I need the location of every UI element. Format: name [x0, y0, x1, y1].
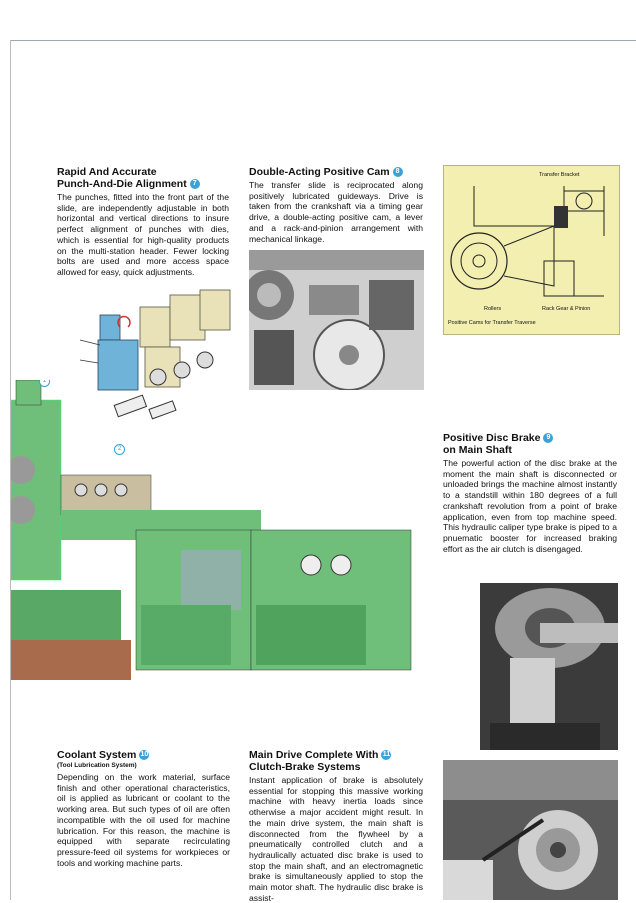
machine-illustration: 1 2 — [11, 380, 426, 680]
transfer-diagram: Transfer Bracket Rollers Rack Gear & Pin… — [443, 165, 620, 335]
section-number-badge: 10 — [139, 750, 150, 761]
punch-die-illustration — [70, 285, 240, 435]
punch-title-1: Rapid And Accurate — [57, 166, 157, 178]
main-drive-photo — [443, 760, 618, 900]
cam-photo — [249, 250, 424, 390]
page-top-edge — [10, 40, 636, 41]
punch-body: The punches, fitted into the front part … — [57, 192, 229, 277]
disc-brake-photo — [480, 583, 618, 750]
section-number-badge: 8 — [392, 167, 403, 178]
callout-2: 2 — [114, 444, 125, 455]
section-number-badge: 9 — [543, 433, 554, 444]
section-number-badge: 7 — [189, 179, 200, 190]
cam-body: The transfer slide is reciprocated along… — [249, 180, 423, 244]
drive-body: Instant application of brake is absolute… — [249, 775, 423, 903]
label-transfer-bracket: Transfer Bracket — [539, 172, 580, 178]
label-positive-cams: Positive Cams for Transfer Traverse — [448, 320, 536, 326]
drive-title-2: Clutch-Brake Systems — [249, 761, 361, 773]
label-rollers: Rollers — [484, 306, 502, 312]
section-punch-die: Rapid And Accurate Punch-And-Die Alignme… — [57, 166, 233, 278]
brake-body: The powerful action of the disc brake at… — [443, 458, 617, 554]
callout-1: 1 — [39, 380, 50, 387]
coolant-subtitle: (Tool Lubrication System) — [57, 762, 137, 769]
brake-title-2: on Main Shaft — [443, 444, 512, 456]
coolant-body: Depending on the work material, surface … — [57, 772, 230, 868]
label-rack-gear: Rack Gear & Pinion — [542, 306, 591, 312]
section-number-badge: 11 — [381, 750, 392, 761]
